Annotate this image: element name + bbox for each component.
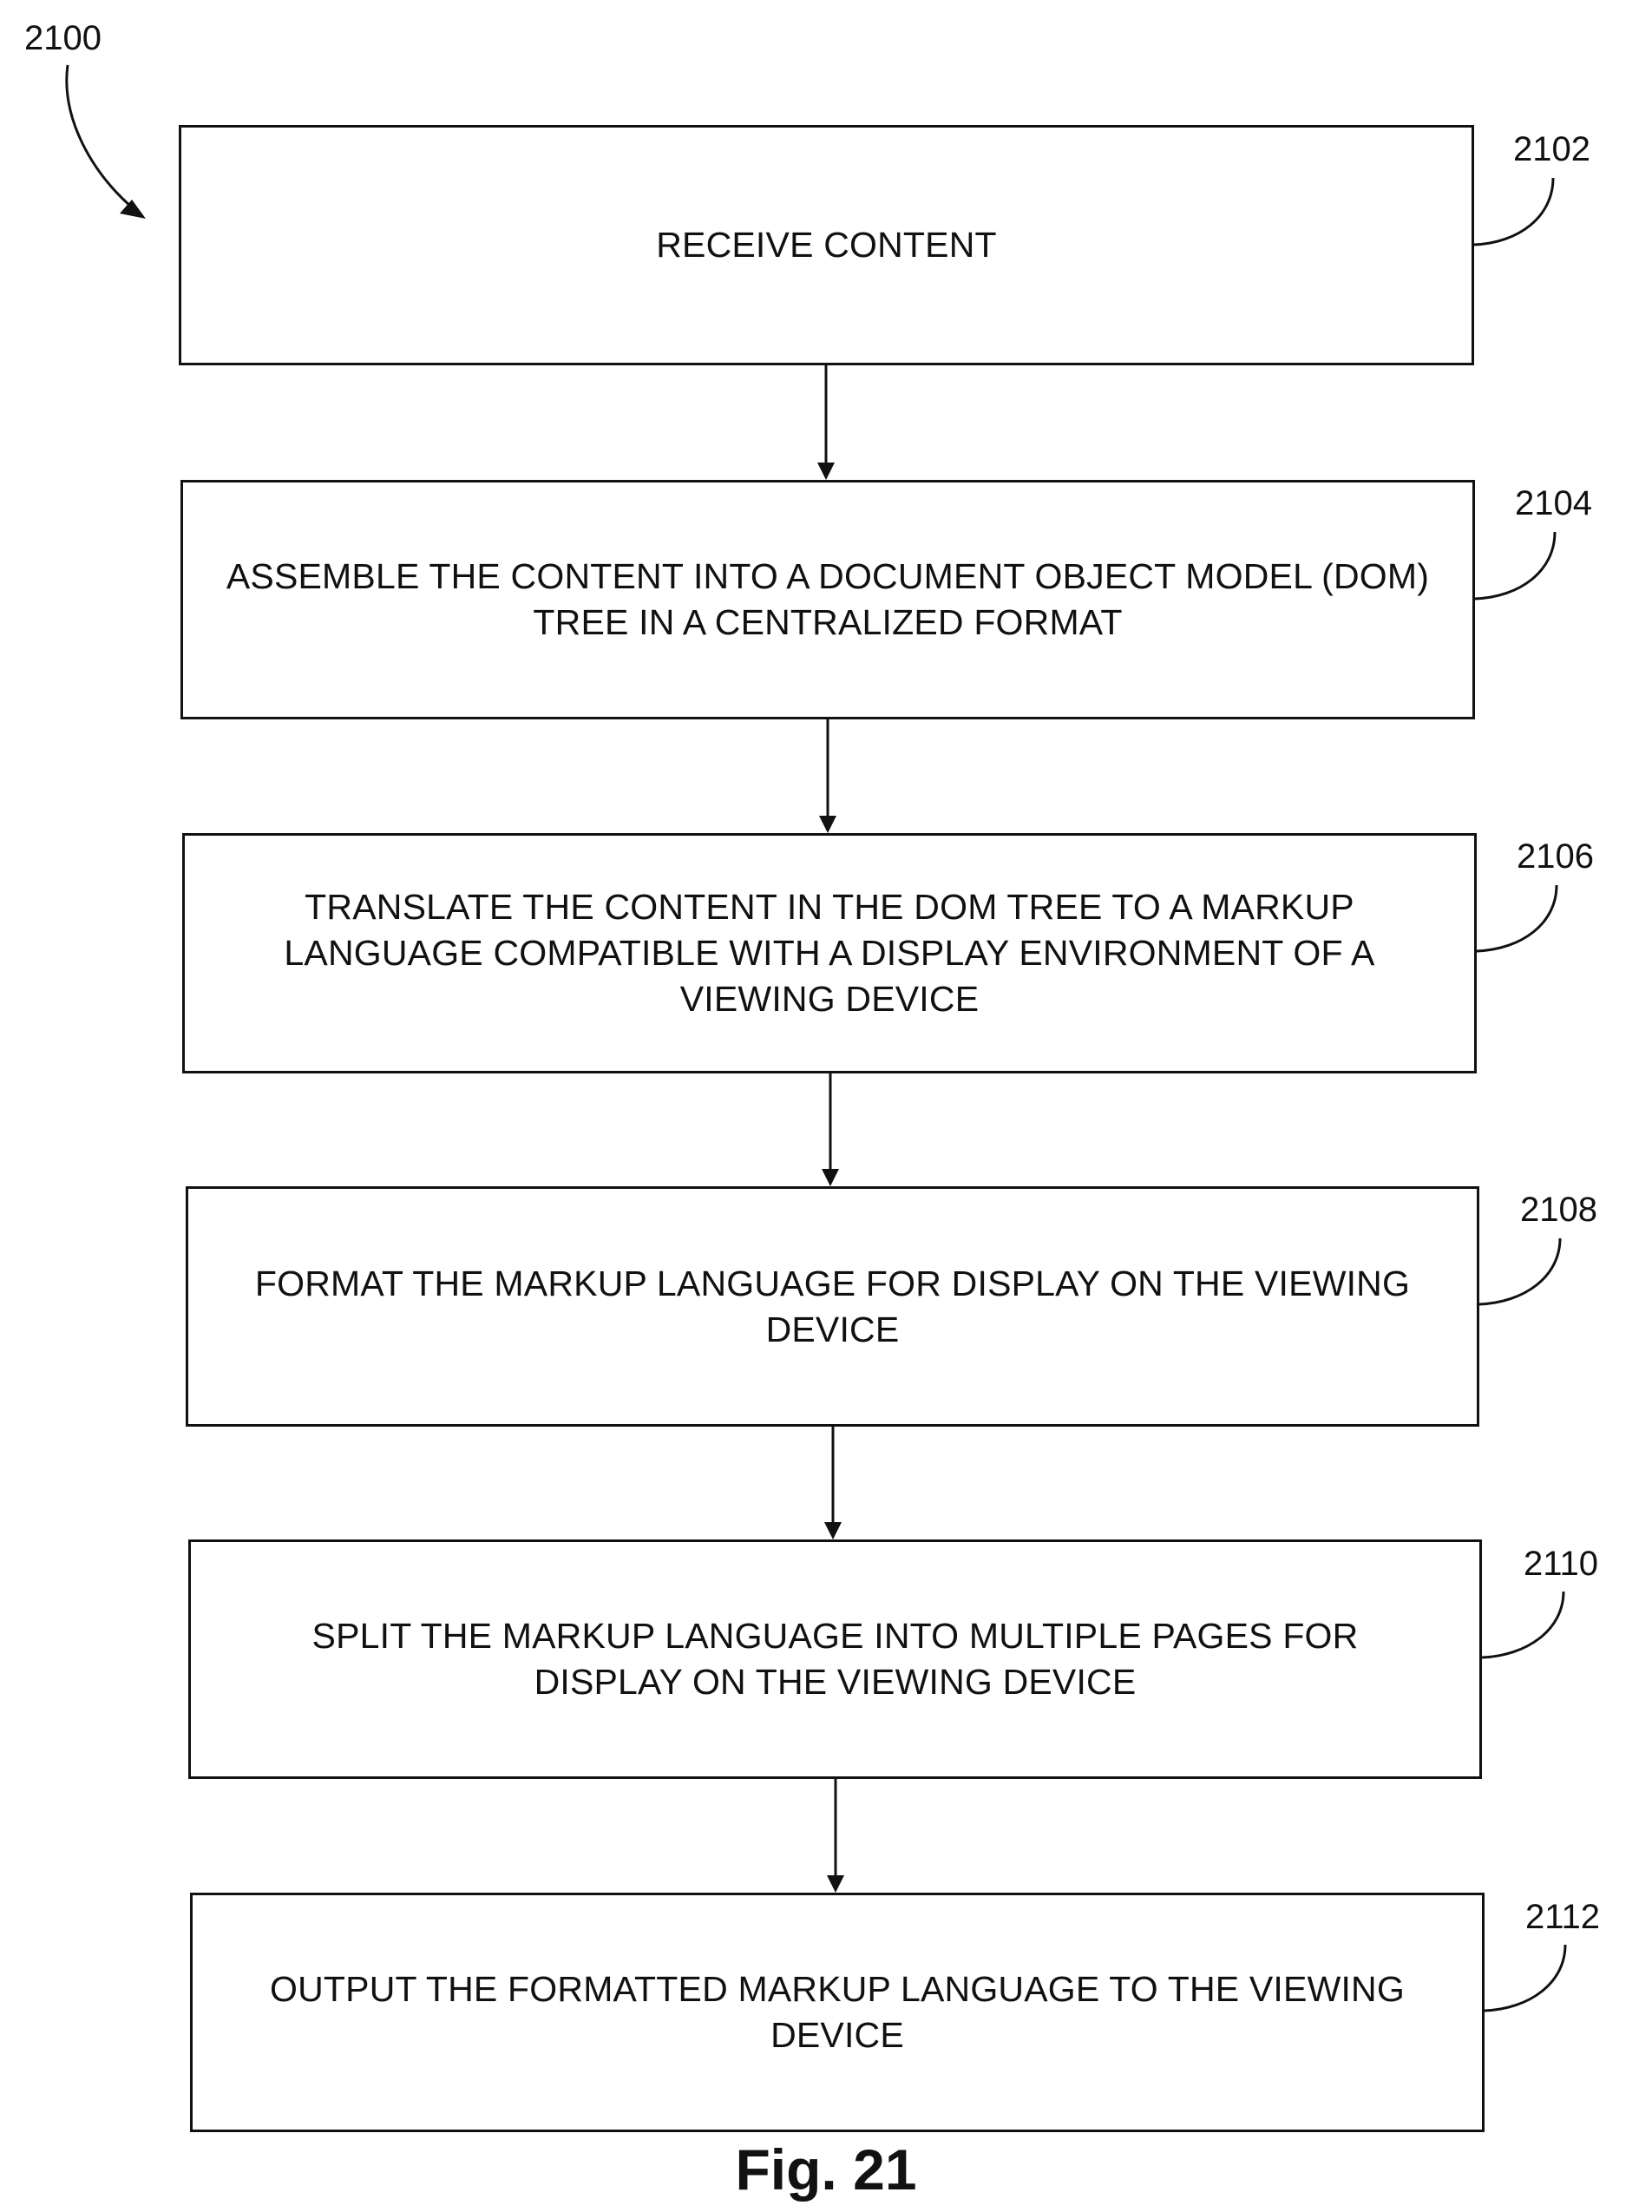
step-text: SPLIT THE MARKUP LANGUAGE INTO MULTIPLE … <box>254 1613 1417 1705</box>
step-text: ASSEMBLE THE CONTENT INTO A DOCUMENT OBJ… <box>216 554 1439 646</box>
step-box-assemble-dom: ASSEMBLE THE CONTENT INTO A DOCUMENT OBJ… <box>180 480 1475 719</box>
step-reference-2110: 2110 <box>1524 1545 1598 1584</box>
step-text: TRANSLATE THE CONTENT IN THE DOM TREE TO… <box>205 884 1454 1022</box>
leader-line-2104 <box>1475 532 1555 599</box>
step-reference-2106: 2106 <box>1517 837 1594 876</box>
leader-line-2106 <box>1477 885 1557 951</box>
leader-line-2102 <box>1474 178 1553 245</box>
step-reference-2112: 2112 <box>1525 1898 1600 1937</box>
leader-line-2108 <box>1479 1238 1560 1304</box>
step-text: RECEIVE CONTENT <box>647 222 1006 268</box>
connector-arrow-1 <box>817 365 835 480</box>
step-box-output-markup: OUTPUT THE FORMATTED MARKUP LANGUAGE TO … <box>190 1893 1485 2132</box>
connector-arrow-2 <box>819 719 836 833</box>
connector-arrow-3 <box>822 1073 839 1186</box>
leader-line-2112 <box>1485 1945 1565 2011</box>
step-reference-2104: 2104 <box>1515 484 1592 523</box>
step-reference-2108: 2108 <box>1520 1191 1597 1230</box>
figure-caption: Fig. 21 <box>0 2137 1652 2202</box>
figure-pointer-arrow <box>67 65 146 219</box>
step-text: OUTPUT THE FORMATTED MARKUP LANGUAGE TO … <box>195 1966 1479 2058</box>
connector-arrow-5 <box>827 1779 844 1893</box>
leader-line-2110 <box>1482 1592 1564 1657</box>
step-text: FORMAT THE MARKUP LANGUAGE FOR DISPLAY O… <box>188 1261 1477 1353</box>
step-box-split-pages: SPLIT THE MARKUP LANGUAGE INTO MULTIPLE … <box>188 1539 1482 1779</box>
step-reference-2102: 2102 <box>1513 130 1590 169</box>
figure-reference-number: 2100 <box>24 19 102 58</box>
step-box-translate-markup: TRANSLATE THE CONTENT IN THE DOM TREE TO… <box>182 833 1477 1073</box>
step-box-format-markup: FORMAT THE MARKUP LANGUAGE FOR DISPLAY O… <box>186 1186 1479 1427</box>
step-box-receive-content: RECEIVE CONTENT <box>179 125 1474 365</box>
connector-arrow-4 <box>824 1427 842 1539</box>
